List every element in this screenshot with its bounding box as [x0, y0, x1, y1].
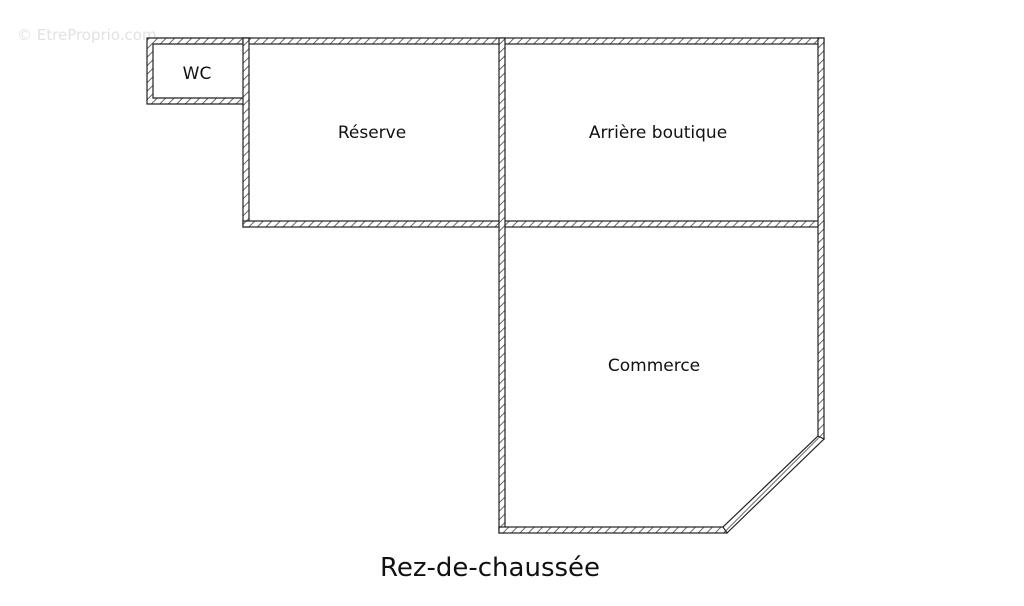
wall-top — [242, 37, 825, 45]
wall-bottom — [498, 526, 728, 534]
walls — [146, 37, 826, 534]
wall-right — [817, 37, 825, 440]
wall-middle-horizontal — [242, 220, 825, 228]
wall-reserve-left — [242, 37, 250, 228]
wall-diagonal — [722, 435, 826, 534]
room-label-wc: WC — [182, 64, 212, 84]
room-label-reserve: Réserve — [337, 123, 407, 143]
room-label-arriere-boutique: Arrière boutique — [588, 123, 728, 143]
wall-divider-vertical — [498, 37, 506, 534]
watermark: © EtreProprio.com — [17, 26, 157, 44]
floor-title: Rez-de-chaussée — [379, 553, 601, 583]
room-label-commerce: Commerce — [607, 356, 701, 376]
